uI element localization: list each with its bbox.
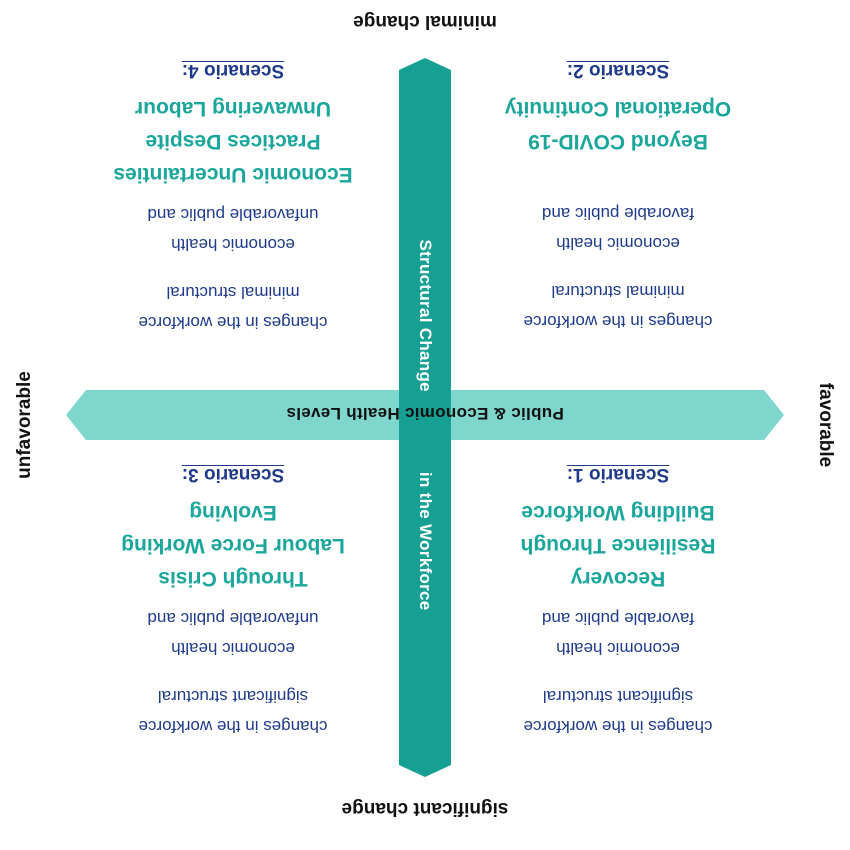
desc-line: changes in the workforce: [138, 717, 328, 736]
name-line: Labour Force Working: [121, 534, 345, 557]
scenario-2-quadrant: changes in the workforce minimal structu…: [468, 58, 768, 336]
vertical-axis-label: Structural Change in the Workforce: [415, 239, 435, 610]
name-line: Operational Continuity: [504, 97, 732, 120]
scenario-4-name: Economic Uncertainties Practices Despite…: [83, 92, 383, 191]
name-line: Practices Despite: [145, 130, 321, 153]
scenario-1-desc-2: changes in the workforce significant str…: [468, 681, 768, 741]
name-line: Economic Uncertainties: [113, 163, 353, 186]
desc-line: significant structural: [157, 687, 309, 706]
name-line: Evolving: [189, 501, 277, 524]
scenario-3-quadrant: changes in the workforce significant str…: [83, 462, 383, 741]
desc-line: minimal structural: [166, 283, 300, 302]
name-line: Beyond COVID-19: [528, 130, 708, 153]
name-line: Through Crisis: [158, 567, 308, 590]
axis-right-label: favorable: [815, 382, 836, 468]
scenario-4-desc-1: economic health unfavorable public and: [83, 199, 383, 259]
desc-line: economic health: [556, 639, 680, 658]
name-line: Resilience Through: [520, 534, 716, 557]
desc-line: significant structural: [542, 687, 694, 706]
scenario-4-desc-2: changes in the workforce minimal structu…: [83, 277, 383, 337]
desc-line: minimal structural: [551, 282, 685, 301]
scenario-3-desc-1: economic health unfavorable public and: [83, 603, 383, 663]
desc-line: economic health: [556, 234, 680, 253]
scenario-2-desc-2: changes in the workforce minimal structu…: [468, 276, 768, 336]
scenario-4-quadrant: changes in the workforce minimal structu…: [83, 58, 383, 337]
scenario-3-desc-2: changes in the workforce significant str…: [83, 681, 383, 741]
scenario-1-title: Scenario 1:: [566, 464, 670, 485]
desc-line: economic health: [171, 235, 295, 254]
scenario-1-quadrant: changes in the workforce significant str…: [468, 462, 768, 741]
desc-line: favorable public and: [541, 609, 695, 628]
vertical-axis-label-lower: in the Workforce: [416, 471, 435, 611]
desc-line: economic health: [171, 639, 295, 658]
scenario-2-title: Scenario 2:: [566, 60, 670, 81]
scenario-2-name: Beyond COVID-19 Operational Continuity: [468, 92, 768, 158]
scenario-4-title: Scenario 4:: [181, 60, 285, 81]
axis-top-label: minimal change: [353, 11, 497, 32]
scenario-3-title: Scenario 3:: [181, 464, 285, 485]
scenario-1-name: Recovery Resilience Through Building Wor…: [468, 496, 768, 595]
desc-line: changes in the workforce: [138, 313, 328, 332]
desc-line: favorable public and: [541, 204, 695, 223]
desc-line: changes in the workforce: [523, 717, 713, 736]
vertical-axis-label-upper: Structural Change: [416, 239, 435, 392]
axis-left-label: unfavorable: [14, 371, 35, 479]
desc-line: changes in the workforce: [523, 312, 713, 331]
desc-line: unfavorable public and: [147, 205, 319, 224]
scenario-1-desc-1: economic health favorable public and: [468, 603, 768, 663]
scenario-3-name: Through Crisis Labour Force Working Evol…: [83, 496, 383, 595]
vertical-double-arrow: [399, 58, 451, 777]
axis-bottom-label: significant change: [341, 798, 509, 819]
name-line: Building Workforce: [521, 501, 715, 524]
desc-line: unfavorable public and: [147, 609, 319, 628]
name-line: Unwavering Labour: [134, 97, 332, 120]
scenario-2-desc-1: economic health favorable public and: [468, 198, 768, 258]
name-line: Recovery: [570, 567, 666, 590]
